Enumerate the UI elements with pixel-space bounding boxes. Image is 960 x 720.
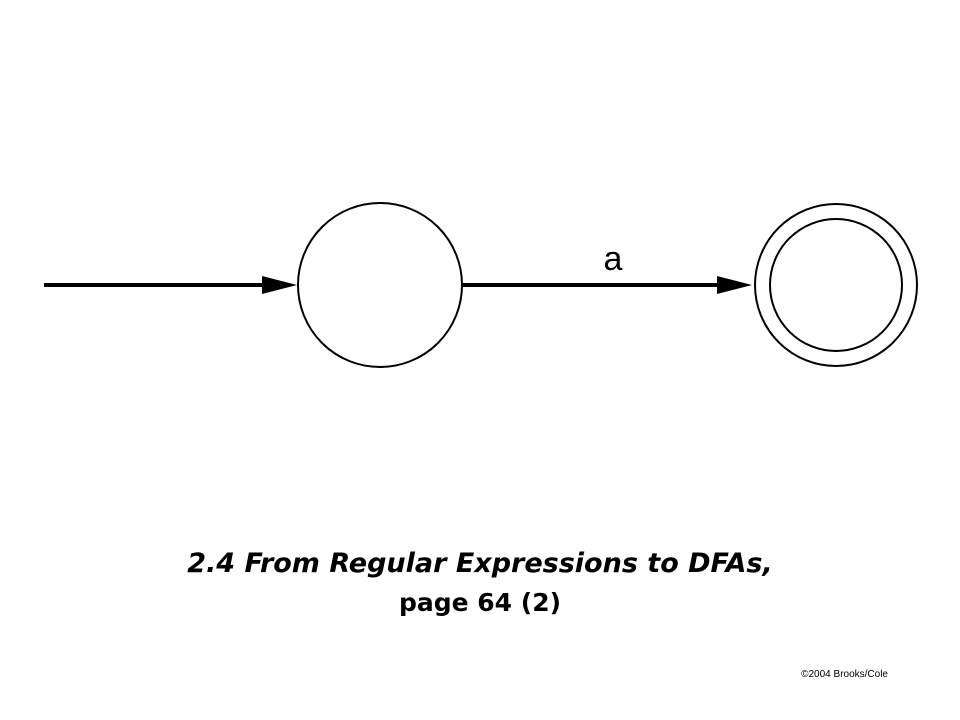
copyright-notice: ©2004 Brooks/Cole — [801, 669, 888, 680]
transition-arrow — [462, 276, 752, 294]
accepting-state — [754, 203, 918, 367]
start-arrow — [44, 276, 297, 294]
slide-title-line1: 2.4 From Regular Expressions to DFAs, — [187, 548, 773, 579]
transition-label: a — [604, 240, 623, 278]
slide-title-line2: page 64 (2) — [398, 588, 562, 617]
start-state — [297, 202, 463, 368]
